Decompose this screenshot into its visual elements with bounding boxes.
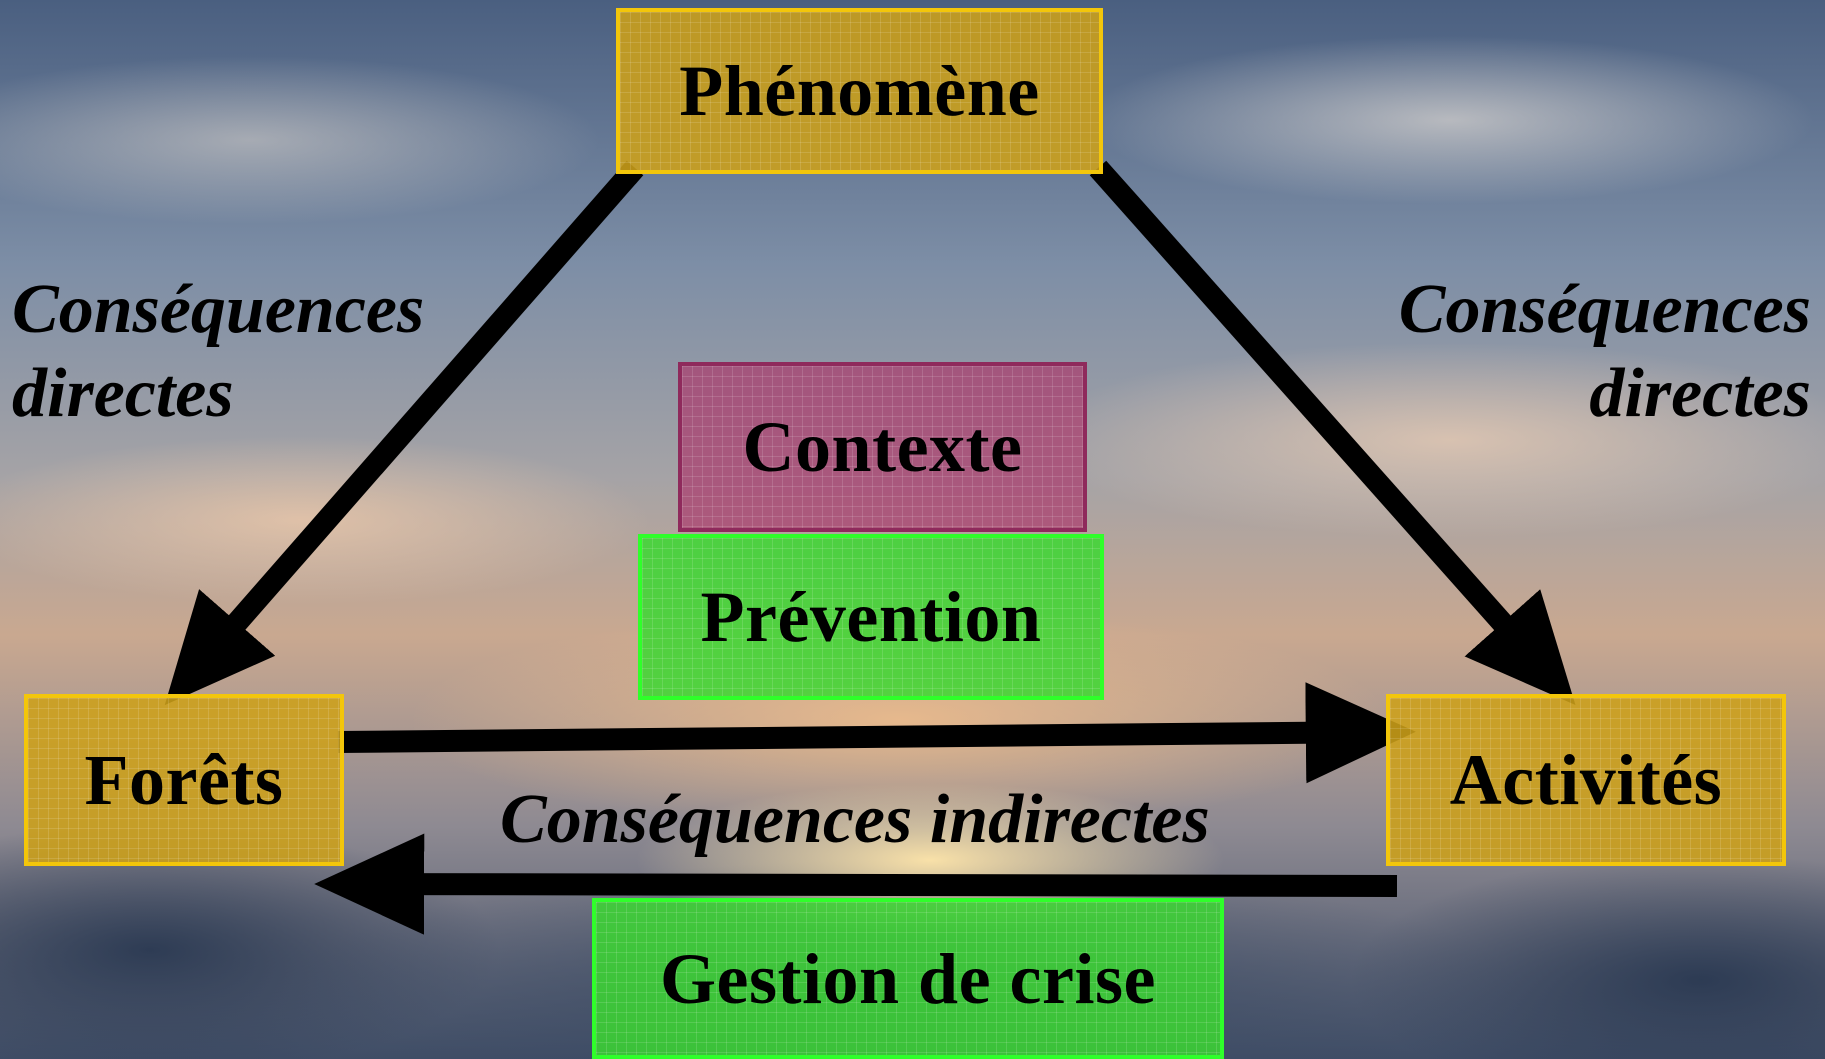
right-label-line2: directes [1589, 355, 1811, 432]
consequences-directes-left: Conséquences directes [12, 268, 424, 436]
phenomene-box: Phénomène [616, 8, 1103, 174]
arrow-phenomene-to-activites [1089, 160, 1576, 706]
left-label-line1: Conséquences [12, 271, 425, 348]
left-label-line2: directes [12, 355, 234, 432]
arrow-forets-to-activites [337, 682, 1416, 784]
activites-label: Activités [1449, 740, 1723, 820]
prevention-label: Prévention [700, 577, 1042, 657]
phenomene-label: Phénomène [679, 51, 1040, 131]
gestion-de-crise-box: Gestion de crise [592, 898, 1224, 1059]
forets-box: Forêts [24, 694, 344, 866]
arrow-activites-to-forets [314, 833, 1398, 935]
forets-label: Forêts [84, 740, 284, 820]
prevention-box: Prévention [638, 534, 1104, 700]
consequences-directes-right: Conséquences directes [1399, 268, 1811, 436]
arrow-phenomene-to-forets [164, 160, 644, 706]
consequences-indirectes-label: Conséquences indirectes [500, 781, 1210, 858]
activites-box: Activités [1386, 694, 1786, 866]
contexte-box: Contexte [678, 362, 1087, 532]
gestion-de-crise-label: Gestion de crise [660, 938, 1156, 1019]
contexte-label: Contexte [742, 407, 1023, 487]
right-label-line1: Conséquences [1398, 271, 1811, 348]
